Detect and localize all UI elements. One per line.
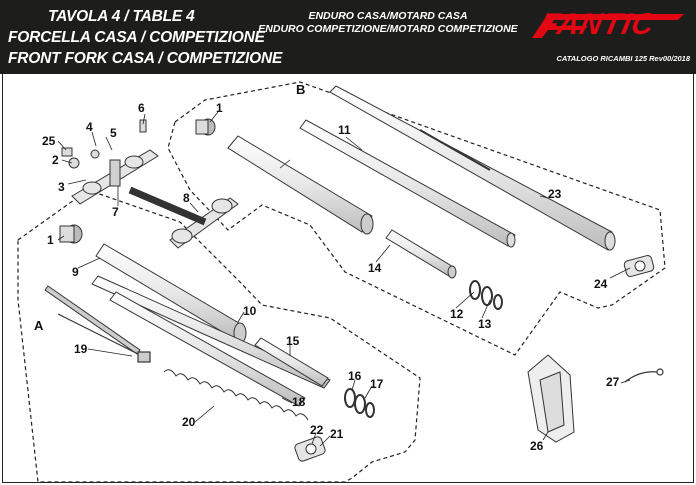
part-8-lower-triple-clamp	[128, 186, 239, 249]
callout-1-a: 1	[47, 233, 54, 247]
part-26-fork-guard	[527, 354, 575, 443]
small-parts-cluster	[61, 119, 147, 169]
part-22-axle-clamp-a	[294, 436, 326, 462]
callout-27: 27	[606, 375, 620, 389]
title-line-3: FRONT FORK CASA / COMPETIZIONE	[8, 50, 283, 67]
model-line-2: ENDURO COMPETIZIONE/MOTARD COMPETIZIONE	[258, 23, 518, 35]
callout-20: 20	[182, 415, 196, 429]
callout-11: 11	[338, 123, 351, 137]
title-line-2: FORCELLA CASA / COMPETIZIONE	[8, 29, 265, 46]
part-16-17-seals-a	[344, 388, 375, 418]
part-a-inner-tubes	[44, 275, 331, 407]
drawing-frame	[2, 74, 694, 483]
callout-6: 6	[138, 101, 145, 115]
title-line-1: TAVOLA 4 / TABLE 4	[48, 8, 195, 25]
part-11-stanchion	[299, 119, 516, 248]
callout-14: 14	[368, 261, 382, 275]
callout-4: 4	[86, 120, 93, 134]
callout-7: 7	[112, 205, 119, 219]
part-24-axle-clamp-b	[623, 255, 655, 277]
callout-23: 23	[548, 187, 562, 201]
part-14-bushing-tube	[385, 229, 457, 279]
callout-5: 5	[110, 126, 117, 140]
leader-lines	[57, 111, 631, 447]
section-b-boundary	[167, 81, 666, 356]
callout-21: 21	[330, 427, 344, 441]
section-a-boundary	[17, 189, 421, 483]
callout-17: 17	[370, 377, 384, 391]
callout-12: 12	[450, 307, 464, 321]
callout-2: 2	[52, 153, 59, 167]
part-b-outer-tube	[227, 135, 374, 235]
part-12-13-seals-b	[469, 280, 503, 310]
part-27-clip	[624, 368, 664, 383]
callout-3: 3	[58, 180, 65, 194]
callout-16: 16	[348, 369, 362, 383]
fantic-logo-mark	[532, 14, 684, 38]
page-header: TAVOLA 4 / TABLE 4 FORCELLA CASA / COMPE…	[0, 0, 696, 74]
part-23-stanchion-long	[329, 85, 616, 251]
callout-10: 10	[243, 304, 257, 318]
catalog-reference: CATALOGO RICAMBI 125 Rev00/2018	[556, 54, 690, 63]
callout-15: 15	[286, 334, 300, 348]
model-list: ENDURO CASA/MOTARD CASA ENDURO COMPETIZI…	[238, 10, 538, 36]
part-19-damper-rod	[57, 313, 151, 363]
callout-24: 24	[594, 277, 608, 291]
callout-8: 8	[183, 191, 190, 205]
part-5-upper-triple-clamp	[71, 149, 159, 205]
section-b-label: B	[296, 82, 306, 97]
table-title: TAVOLA 4 / TABLE 4 FORCELLA CASA / COMPE…	[8, 6, 282, 69]
callout-26: 26	[530, 439, 544, 453]
part-1-cap-b	[195, 118, 216, 136]
callout-25: 25	[42, 134, 56, 148]
part-15-bushing-a	[254, 337, 329, 387]
model-line-1: ENDURO CASA/MOTARD CASA	[308, 10, 468, 22]
callout-18: 18	[292, 395, 306, 409]
callout-22: 22	[310, 423, 324, 437]
part-20-spring	[163, 369, 309, 421]
callout-13: 13	[478, 317, 492, 331]
callout-9: 9	[72, 265, 79, 279]
callout-1-b: 1	[216, 101, 223, 115]
section-a-label: A	[34, 318, 44, 333]
callout-19: 19	[74, 342, 88, 356]
part-1-cap-a	[59, 224, 83, 244]
